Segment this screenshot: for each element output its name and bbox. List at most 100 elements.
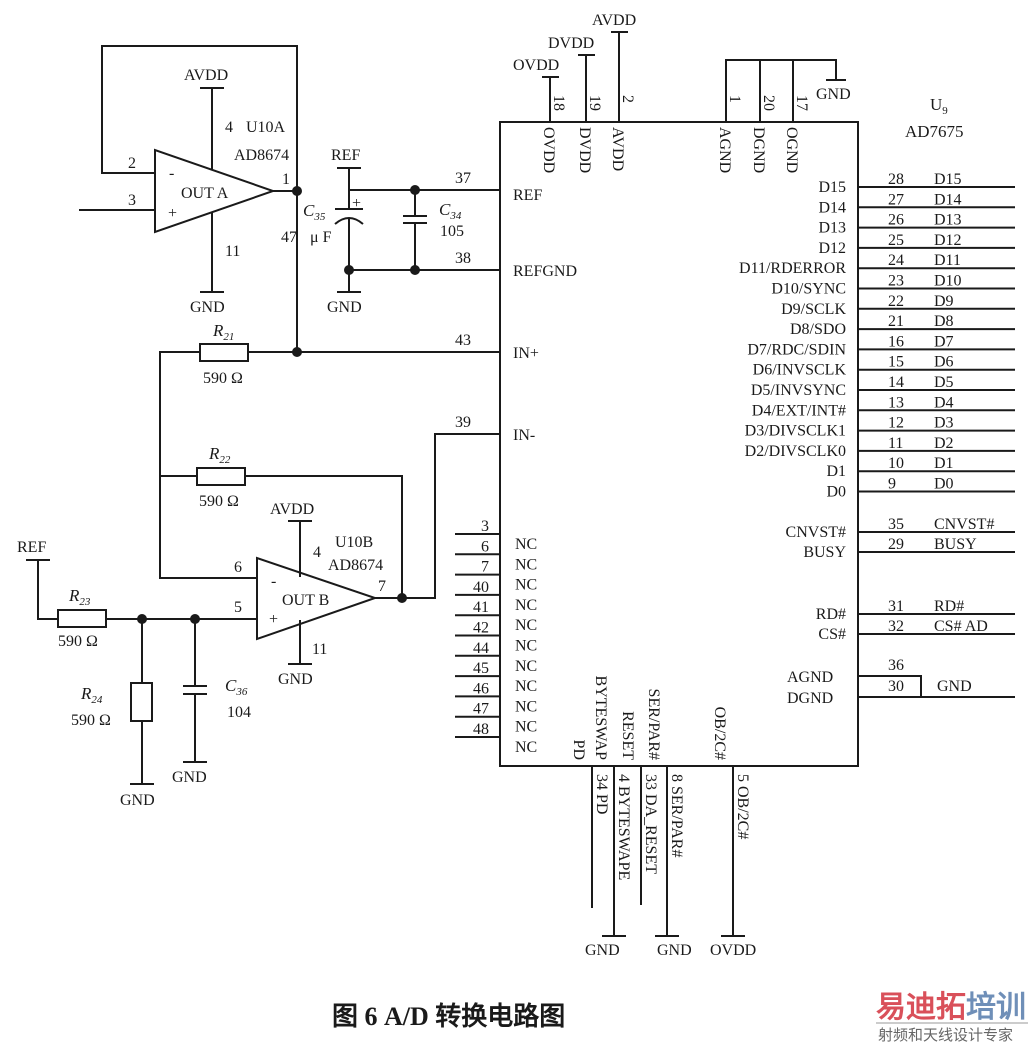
ref-divider: REF R23 590 Ω R24 590 Ω GND C36 104 GND xyxy=(17,539,257,809)
r22-value: 590 Ω xyxy=(199,493,239,510)
data-pin-net: D14 xyxy=(934,191,962,208)
data-pin-num: 21 xyxy=(888,313,904,330)
nc-pin-label: NC xyxy=(515,617,537,634)
control-pin-net: BUSY xyxy=(934,536,977,553)
r23-left-wire xyxy=(37,560,58,620)
control-pin-num: 35 xyxy=(888,516,904,533)
top-pin-num-17: 17 xyxy=(793,95,810,111)
junction-dot xyxy=(397,593,407,603)
data-pin-name: D15 xyxy=(818,179,846,196)
u9-part: AD7675 xyxy=(905,122,964,141)
control-pin-num: 32 xyxy=(888,618,904,635)
watermark: 易迪拓培训 射频和天线设计专家 xyxy=(876,990,1028,1044)
data-pin-name: D12 xyxy=(818,240,846,257)
r21-name: R21 xyxy=(212,321,234,343)
bottom-pin-name: SER/PAR# xyxy=(645,689,662,760)
top-avdd-label: AVDD xyxy=(592,12,636,29)
u10a-pin-gnd: 11 xyxy=(225,243,240,260)
r23-value: 590 Ω xyxy=(58,633,98,650)
control-pin-name: CS# xyxy=(818,626,846,643)
nc-pin-label: NC xyxy=(515,698,537,715)
top-pin-num-19: 19 xyxy=(586,95,603,111)
pin-36-wire xyxy=(858,675,922,697)
pin-37-num: 37 xyxy=(455,170,471,187)
chip-u9: U9 AD7675 OVDD DVDD AVDD GND 18OVDD19DVD… xyxy=(455,12,1015,959)
pin-43-num: 43 xyxy=(455,332,471,349)
data-pin-net: D7 xyxy=(934,333,954,350)
control-pin-name: RD# xyxy=(816,606,846,623)
top-ovdd-label: OVDD xyxy=(513,57,559,74)
nc-pin-label: NC xyxy=(515,536,537,553)
u10b-pin-minus: 6 xyxy=(234,559,242,576)
u10a-pin-vdd: 4 xyxy=(225,119,233,136)
u10a-pin-minus: 2 xyxy=(128,155,136,172)
nc-pin-num: 6 xyxy=(481,538,489,555)
top-gnd-label: GND xyxy=(816,86,851,103)
control-pin-net: RD# xyxy=(934,598,964,615)
c35-value-a: 47 xyxy=(281,229,297,246)
c34-value: 105 xyxy=(440,223,464,240)
nc-pin-num: 3 xyxy=(481,518,489,535)
data-pin-num: 16 xyxy=(888,333,904,350)
pin-30-name: DGND xyxy=(787,690,833,707)
bottom-gnd2-label: GND xyxy=(657,942,692,959)
data-pin-num: 13 xyxy=(888,394,904,411)
top-pin-num-1: 1 xyxy=(726,95,743,103)
r24-value: 590 Ω xyxy=(71,712,111,729)
bottom-pin-num-net: 34 PD xyxy=(593,774,610,814)
pin-36-num: 36 xyxy=(888,657,904,674)
data-pin-net: D1 xyxy=(934,455,954,472)
u9-body xyxy=(499,121,859,767)
data-pin-name: D10/SYNC xyxy=(771,281,846,298)
c36-name: C36 xyxy=(225,676,248,698)
control-pin-num: 31 xyxy=(888,598,904,615)
u10a-vdd-label: AVDD xyxy=(184,67,228,84)
u10a-body-label: OUT A xyxy=(181,185,229,202)
data-pin-name: D1 xyxy=(826,463,846,480)
nc-pin-num: 41 xyxy=(473,599,489,616)
nc-pin-label: NC xyxy=(515,719,537,736)
data-pin-num: 9 xyxy=(888,476,896,493)
u10b-pin-gnd: 11 xyxy=(312,641,327,658)
control-pin-num: 29 xyxy=(888,536,904,553)
u10a-feedback-wire xyxy=(101,45,298,352)
r22-body xyxy=(196,467,246,486)
top-pin-num-20: 20 xyxy=(760,95,777,111)
top-pin-name-avdd: AVDD xyxy=(609,127,626,171)
u10b-body-label: OUT B xyxy=(282,592,329,609)
data-pin-net: D8 xyxy=(934,313,954,330)
bottom-pin-name: RESET xyxy=(619,711,636,760)
nc-pin-label: NC xyxy=(515,658,537,675)
opamp-u10a-body xyxy=(154,148,277,234)
pin-43-name: IN+ xyxy=(513,345,539,362)
nc-pin-num: 7 xyxy=(481,559,489,576)
u10a-pin-out: 1 xyxy=(282,171,290,188)
r23-ref-label: REF xyxy=(17,539,46,556)
r23-name: R23 xyxy=(68,586,91,608)
nc-pin-label: NC xyxy=(515,739,537,756)
bottom-pin-num-net: 4 BYTESWAPE xyxy=(615,774,632,880)
nc-pin-num: 44 xyxy=(473,640,489,657)
pin-37-name: REF xyxy=(513,187,542,204)
nc-pin-num: 48 xyxy=(473,721,489,738)
bottom-pin-name: OB/2C# xyxy=(711,707,728,760)
pin-38-name: REFGND xyxy=(513,263,577,280)
data-pin-num: 25 xyxy=(888,232,904,249)
bottom-pin-name: BYTESWAP xyxy=(592,676,609,761)
data-pin-num: 27 xyxy=(888,191,904,208)
nc-pin-num: 46 xyxy=(473,680,489,697)
bottom-pin-num-net: 33 DA_RESET xyxy=(642,774,659,874)
nc-pin-label: NC xyxy=(515,638,537,655)
figure-caption: 图 6 A/D 转换电路图 xyxy=(332,1001,565,1031)
nc-pin-label: NC xyxy=(515,556,537,573)
nc-pin-label: NC xyxy=(515,678,537,695)
watermark-brand: 易迪拓培训 xyxy=(876,990,1026,1025)
top-pin-num-2: 2 xyxy=(619,95,636,103)
watermark-tagline: 射频和天线设计专家 xyxy=(878,1026,1013,1044)
pin-39-name: IN- xyxy=(513,427,535,444)
u10a-part: AD8674 xyxy=(234,147,289,164)
